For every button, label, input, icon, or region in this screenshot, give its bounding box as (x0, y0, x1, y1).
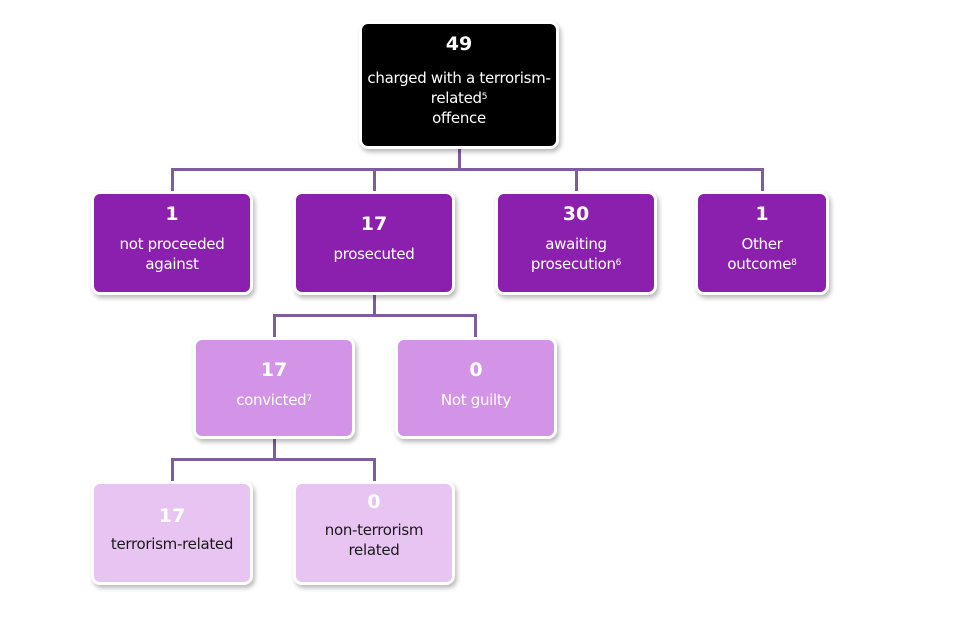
node-value: 49 (445, 33, 473, 55)
node-non-terrorism-related: 0 non-terrorism related (296, 484, 452, 582)
node-value: 1 (165, 203, 179, 225)
node-awaiting-prosecution: 30 awaiting prosecution6 (498, 194, 654, 292)
node-value: 17 (260, 359, 288, 381)
connector-to-awaiting (575, 168, 578, 192)
node-not-proceeded-against: 1 not proceeded against (94, 194, 250, 292)
node-label: non-terrorism related (324, 521, 424, 559)
node-prosecuted: 17 prosecuted (296, 194, 452, 292)
connector-level3-bar (171, 458, 376, 461)
node-value: 0 (367, 491, 381, 513)
node-other-outcome: 1 Other outcome8 (698, 194, 826, 292)
node-label: awaiting prosecution6 (530, 235, 622, 273)
connector-prosecuted-down (373, 294, 376, 316)
connector-to-non-terrorism (373, 458, 376, 482)
node-value: 30 (562, 203, 590, 225)
node-label: charged with a terrorism-related5 offenc… (367, 69, 551, 127)
node-value: 1 (755, 203, 769, 225)
connector-to-terrorism-related (171, 458, 174, 482)
node-not-guilty: 0 Not guilty (398, 340, 554, 436)
connector-level1-bar (171, 168, 764, 171)
connector-to-prosecuted (373, 168, 376, 192)
connector-convicted-down (273, 438, 276, 460)
node-label: Other outcome8 (727, 235, 797, 273)
connector-level2-bar (273, 314, 477, 317)
node-label: not proceeded against (119, 235, 225, 273)
connector-to-not-guilty (474, 314, 477, 338)
node-label: terrorism-related (110, 535, 234, 553)
node-value: 17 (158, 505, 186, 527)
node-label: Not guilty (440, 391, 512, 409)
connector-to-other (761, 168, 764, 192)
connector-to-not-proceeded (171, 168, 174, 192)
connector-root-down (458, 148, 461, 170)
node-label: prosecuted (333, 245, 415, 263)
node-convicted: 17 convicted7 (196, 340, 352, 436)
node-charged: 49 charged with a terrorism-related5 off… (362, 24, 556, 146)
node-value: 17 (360, 213, 388, 235)
node-label: convicted7 (236, 391, 312, 409)
node-terrorism-related: 17 terrorism-related (94, 484, 250, 582)
connector-to-convicted (273, 314, 276, 338)
node-value: 0 (469, 359, 483, 381)
